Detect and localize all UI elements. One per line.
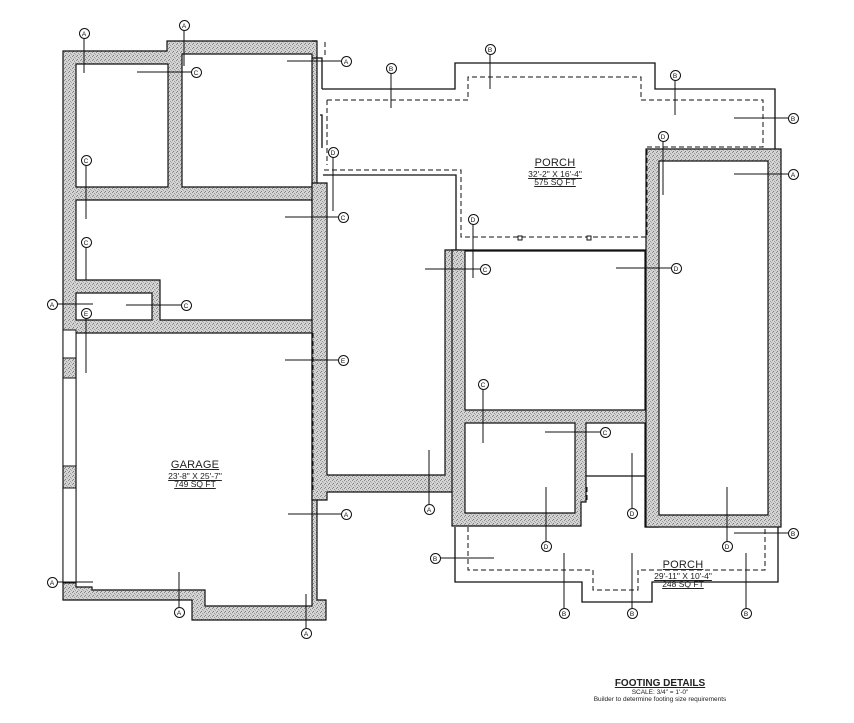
room-label-porch-main: PORCH 32'-2" X 16'-4" 575 SQ FT — [500, 157, 610, 188]
garage-door-openings — [62, 329, 77, 584]
detail-tag-d-icon: D — [670, 262, 682, 274]
room-area: 575 SQ FT — [534, 177, 576, 188]
room-area: 749 SQ FT — [174, 479, 216, 490]
detail-tag-c-icon: C — [477, 378, 489, 390]
detail-tag-c-icon: C — [180, 299, 192, 311]
detail-tag-d-icon: D — [540, 540, 552, 552]
footing-right-block — [645, 148, 782, 528]
detail-tag-a-icon: A — [46, 298, 58, 310]
room-name: PORCH — [534, 157, 576, 169]
detail-tag-b-icon: B — [787, 527, 799, 539]
detail-tag-e-icon: E — [337, 354, 349, 366]
detail-tag-c-icon: C — [599, 426, 611, 438]
drawing-note: Builder to determine footing size requir… — [593, 696, 727, 703]
room-label-porch-rear: PORCH 29'-11" X 10'-4" 248 SQ FT — [628, 559, 738, 590]
detail-tag-a-icon: A — [178, 19, 190, 31]
room-name: GARAGE — [170, 459, 220, 471]
detail-tag-a-icon: A — [300, 627, 312, 639]
drawing-title-block: FOOTING DETAILS SCALE: 3/4" = 1'-0" Buil… — [560, 678, 760, 703]
porch-piers — [517, 235, 592, 241]
detail-tag-b-icon: B — [787, 112, 799, 124]
room-label-garage: GARAGE 23'-8" X 25'-7" 749 SQ FT — [140, 459, 250, 490]
detail-tag-a-icon: A — [173, 606, 185, 618]
detail-tag-b-icon: B — [558, 607, 570, 619]
detail-tag-c-icon: C — [190, 66, 202, 78]
detail-tag-d-icon: D — [467, 213, 479, 225]
detail-tag-a-icon: A — [78, 27, 90, 39]
room-dimensions: 29'-11" X 10'-4" — [654, 570, 712, 581]
drawing-scale: SCALE: 3/4" = 1'-0" — [631, 689, 689, 696]
detail-tag-a-icon: A — [340, 508, 352, 520]
detail-tag-c-icon: C — [80, 236, 92, 248]
footing-left-block — [62, 40, 327, 621]
detail-tag-a-icon: A — [423, 503, 435, 515]
detail-tag-a-icon: A — [46, 576, 58, 588]
room-name: PORCH — [662, 559, 704, 571]
detail-tag-d-icon: D — [657, 130, 669, 142]
outline-lines — [312, 40, 779, 603]
detail-tag-c-icon: C — [337, 211, 349, 223]
room-dimensions: 23'-8" X 25'-7" — [168, 470, 222, 481]
detail-tag-b-icon: B — [385, 62, 397, 74]
detail-leader-lines — [57, 30, 788, 628]
detail-tag-c-icon: C — [80, 154, 92, 166]
footing-middle-block — [311, 182, 461, 501]
detail-tag-e-icon: E — [80, 307, 92, 319]
footing-walls — [62, 40, 782, 621]
footing-center-block — [451, 249, 659, 528]
detail-tag-d-icon: D — [721, 540, 733, 552]
room-area: 248 SQ FT — [662, 579, 704, 590]
detail-tag-c-icon: C — [479, 263, 491, 275]
detail-tag-d-icon: D — [626, 507, 638, 519]
detail-tag-b-icon: B — [484, 43, 496, 55]
room-dimensions: 32'-2" X 16'-4" — [528, 168, 582, 179]
detail-tag-b-icon: B — [626, 607, 638, 619]
drawing-title: FOOTING DETAILS — [614, 678, 706, 689]
detail-tag-b-icon: B — [740, 607, 752, 619]
detail-tag-b-icon: B — [669, 69, 681, 81]
detail-tag-a-icon: A — [787, 168, 799, 180]
detail-tag-b-icon: B — [429, 552, 441, 564]
detail-tag-a-icon: A — [340, 55, 352, 67]
detail-tag-d-icon: D — [327, 146, 339, 158]
